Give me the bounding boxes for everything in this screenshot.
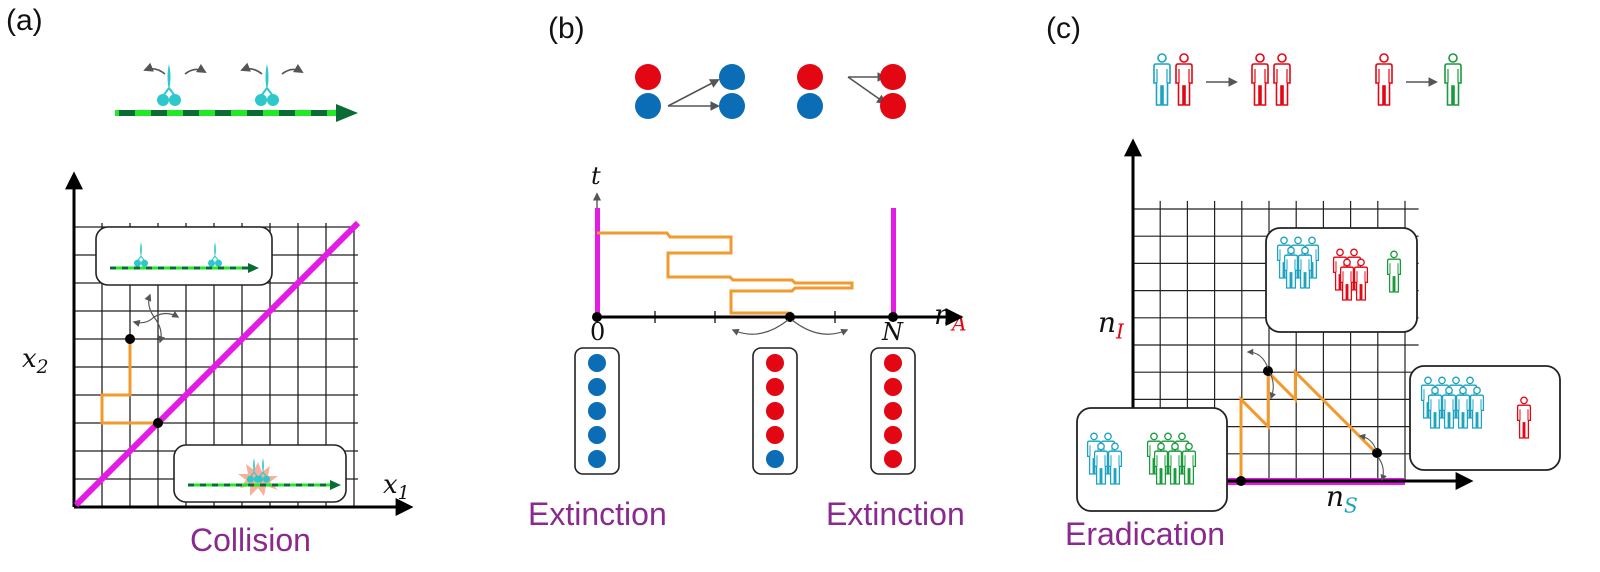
hop-left-arrow-icon [731,319,789,336]
x1-axis-label: x1 [383,470,410,505]
transition-arrow-icon [1246,348,1269,369]
blue-particle [588,354,606,372]
red-particle [635,64,661,90]
tick-label-N: N [882,318,903,346]
walker-scissor-icon [255,64,279,107]
extinction-caption-left: Extinction [528,496,667,532]
inset-mixed-population [1265,227,1418,333]
hop-left-arrow-icon [240,62,263,75]
state-boxes [574,347,916,475]
red-particle [766,354,784,372]
walker-path [100,339,158,425]
current-state-dot [125,334,135,344]
panel-a [65,62,414,516]
current-state-dot [1372,448,1382,458]
red-particle [884,426,902,444]
state-hop-arrows [132,293,180,344]
collision-diagonal [73,220,361,508]
hop-left-arrow-icon [143,62,166,75]
reaction-arrow-icon [667,79,720,107]
panel-c [1076,53,1561,512]
nS-axis-label: nS [1326,480,1358,518]
red-particle [884,354,902,372]
collision-state-dot [153,418,163,428]
blue-particle [719,64,745,90]
reaction-infection [1153,53,1291,106]
transition-arrow-icon [1358,433,1377,451]
tick-label-zero: 0 [590,318,606,346]
red-particle [766,426,784,444]
red-particle [884,378,902,396]
infected-person-icon [1375,53,1393,106]
state-box-mixed [752,347,798,475]
reaction-arrow-icon [847,76,887,105]
state-dot-zero [592,312,602,322]
recovered-person-icon [1444,53,1462,106]
red-particle [797,64,823,90]
blue-particle [766,450,784,468]
extinction-caption-right: Extinction [826,496,965,532]
blue-particle [588,426,606,444]
blue-particle [635,93,661,119]
nA-axis-ticks [654,311,836,323]
red-particle [766,402,784,420]
hop-right-arrow-icon [791,319,849,336]
red-particle [880,64,906,90]
red-particle [884,402,902,420]
inset-eradicated-population [1076,407,1228,512]
infected-person-icon [1175,53,1193,106]
blue-particle [719,93,745,119]
hop-right-arrow-icon [281,63,304,75]
x2-axis-label: x2 [22,344,49,379]
absorbing-boundary-N [891,208,896,318]
red-particle [884,450,902,468]
infected-person-icon [1251,53,1269,106]
blue-particle [797,93,823,119]
inset-colliding-walkers [173,444,347,503]
red-particle [880,93,906,119]
panel-c-label: (c) [1046,12,1081,45]
panel-b-label: (b) [548,12,585,45]
blue-particle [588,402,606,420]
transition-arrow-icon [1377,456,1387,482]
start-state-dot [1236,476,1246,486]
hop-right-arrow-icon [184,63,207,75]
absorbing-boundary-zero [595,208,600,318]
panel-b [574,64,964,475]
eradication-caption: Eradication [1065,516,1226,552]
state-dot-N [888,312,898,322]
red-particle [766,378,784,396]
susceptible-person-icon [1153,53,1171,106]
blue-particle [588,378,606,396]
nI-axis-label: nI [1098,306,1125,344]
state-box-all-red [870,347,916,475]
reaction-recovery [1375,53,1462,106]
state-box-all-blue [574,347,620,475]
t-axis-label: t [591,162,601,190]
track-arrowhead [336,104,358,122]
reaction-competition-blue-wins [635,64,745,119]
collision-caption: Collision [190,522,311,558]
dna-track-top [115,104,358,122]
panel-a-label: (a) [6,4,43,37]
current-state-dot [785,312,795,322]
blue-particle [588,450,606,468]
infected-person-icon [1273,53,1291,106]
inset-separated-walkers [95,226,273,286]
population-trajectory [597,231,854,317]
inset-initial-population [1409,365,1561,471]
reaction-competition-red-wins [797,64,906,119]
transition-arrow-icon [1269,372,1276,400]
